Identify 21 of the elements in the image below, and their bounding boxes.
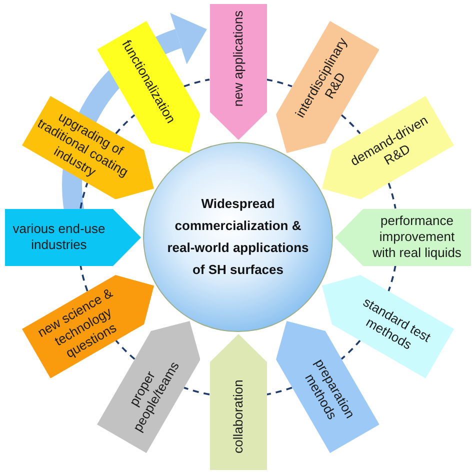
center-label: Widespread commercialization & real-world applications of SH surfaces xyxy=(166,195,310,279)
box-label: performance improvement with real liquids xyxy=(372,213,462,261)
dashed-arc xyxy=(388,265,396,292)
box-label: various end-use industries xyxy=(12,221,106,253)
dashed-arc xyxy=(266,386,292,396)
dashed-arc xyxy=(266,78,292,88)
arrow-shaped-box xyxy=(210,4,266,140)
dashed-arc xyxy=(340,114,361,134)
arrow-shaped-box xyxy=(210,334,266,470)
box-label: collaboration xyxy=(230,379,246,453)
dashed-arc xyxy=(115,340,136,360)
arrow-shaped-box xyxy=(5,208,141,266)
dashed-arc xyxy=(80,182,88,209)
arrow-shaped-box xyxy=(335,208,471,266)
dashed-arc xyxy=(184,386,210,396)
dashed-arc xyxy=(340,340,361,360)
dashed-arc xyxy=(184,78,210,88)
dashed-arc xyxy=(115,114,136,134)
dashed-arc xyxy=(388,182,396,209)
box-label: new applications xyxy=(230,10,246,106)
dashed-arc xyxy=(80,265,88,292)
